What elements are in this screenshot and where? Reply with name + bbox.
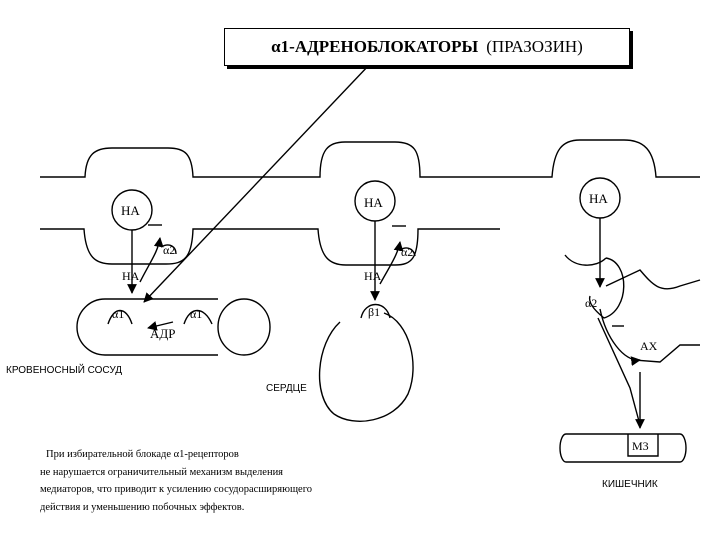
label-na-3: НА <box>589 191 608 206</box>
prazosin-line <box>143 63 371 303</box>
label-alpha1-2: α1 <box>190 307 203 321</box>
caption-intestine: КИШЕЧНИК <box>602 479 658 490</box>
synapse-2 <box>240 141 500 422</box>
title-sub: (ПРАЗОЗИН) <box>486 37 583 56</box>
label-na-1: НА <box>121 203 140 218</box>
explanatory-note: При избирательной блокаде α1-рецепторов … <box>40 446 410 516</box>
synapse-3 <box>500 139 701 463</box>
label-na-5: НА <box>364 269 382 283</box>
caption-vessel: КРОВЕНОСНЫЙ СОСУД <box>6 365 123 376</box>
label-ax: АХ <box>640 339 658 353</box>
label-adr: АДР <box>150 326 176 341</box>
caption-heart: СЕРДЦЕ <box>266 383 307 394</box>
note-line-3: медиаторов, что приводит к усилению сосу… <box>40 484 313 495</box>
label-beta1: β1 <box>368 305 381 319</box>
label-m3: М3 <box>632 439 649 453</box>
title-box: α1-АДРЕНОБЛОКАТОРЫ (ПРАЗОЗИН) <box>224 28 630 66</box>
label-alpha2-3: α2 <box>585 296 598 310</box>
label-na-4: НА <box>122 269 140 283</box>
label-alpha1-1: α1 <box>112 307 125 321</box>
blood-vessel <box>76 298 271 356</box>
label-alpha2-1: α2 <box>163 243 176 257</box>
label-alpha2-2: α2 <box>401 245 414 259</box>
note-line-1: При избирательной блокаде α1-рецепторов <box>46 449 239 460</box>
synapse-1 <box>40 147 240 294</box>
note-line-2: не нарушается ограничительный механизм в… <box>40 466 284 478</box>
note-line-4: действия и уменьшению побочных эффектов. <box>40 501 245 513</box>
label-na-2: НА <box>364 195 383 210</box>
title-main: α1-АДРЕНОБЛОКАТОРЫ <box>271 37 479 56</box>
